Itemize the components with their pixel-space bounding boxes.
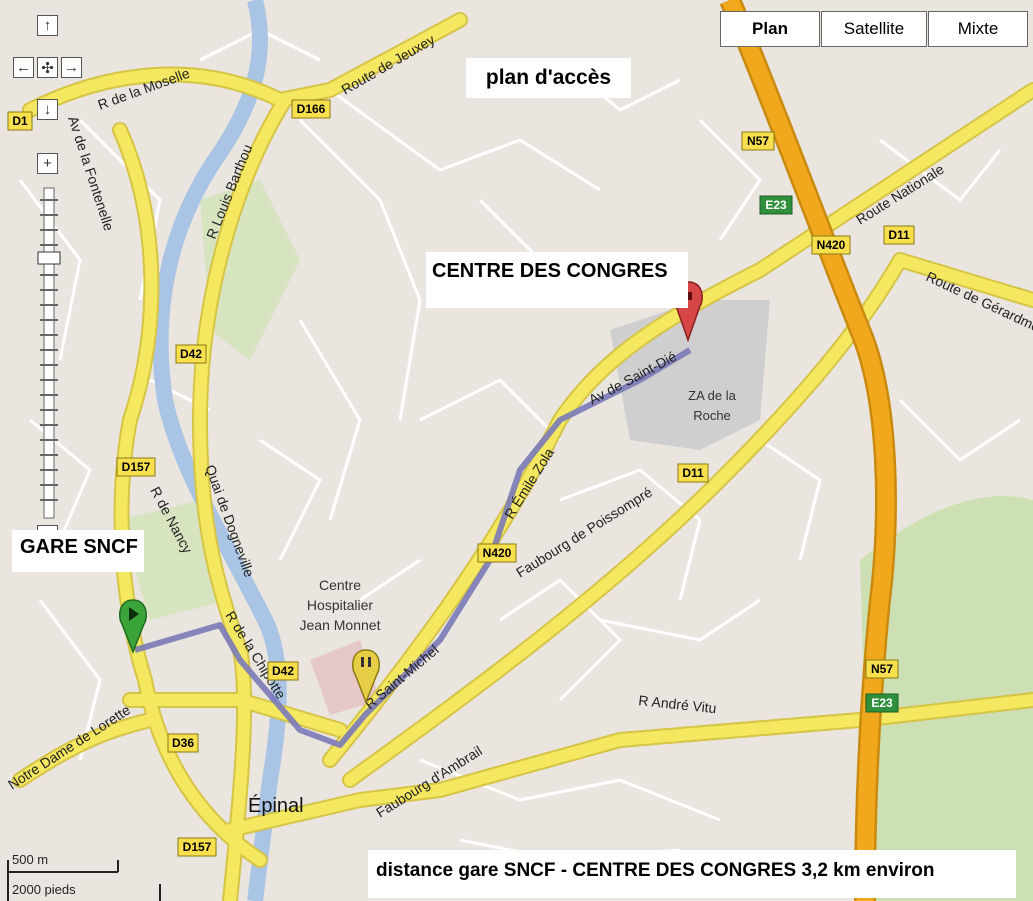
maptype-satellite-button[interactable]: Satellite bbox=[821, 11, 927, 47]
highway-n57-fill bbox=[722, 0, 895, 901]
shield-d42-mid: D42 bbox=[175, 344, 207, 364]
zoom-in-button[interactable]: + bbox=[37, 153, 58, 174]
shield-d1-left: D1 bbox=[7, 111, 33, 131]
river bbox=[152, 0, 287, 901]
annotation-origin: GARE SNCF bbox=[12, 530, 144, 572]
annotation-title: plan d'accès bbox=[466, 58, 631, 98]
pause-icon bbox=[361, 657, 364, 667]
scale-imperial: 2000 pieds bbox=[12, 882, 76, 897]
place-za-line2: Roche bbox=[693, 408, 731, 423]
svg-text:D11: D11 bbox=[682, 466, 704, 480]
svg-text:N420: N420 bbox=[817, 238, 846, 252]
zoom-slider-handle bbox=[37, 251, 61, 265]
shield-d11-top: D11 bbox=[883, 225, 915, 245]
svg-text:D42: D42 bbox=[272, 664, 294, 678]
pan-center-button[interactable]: ✣ bbox=[37, 57, 58, 78]
svg-text:D36: D36 bbox=[172, 736, 194, 750]
svg-text:E23: E23 bbox=[765, 198, 787, 212]
svg-text:D11: D11 bbox=[888, 228, 910, 242]
maptype-plan-button[interactable]: Plan bbox=[720, 11, 820, 47]
svg-text:D157: D157 bbox=[183, 840, 212, 854]
svg-text:N57: N57 bbox=[747, 134, 769, 148]
maptype-mixte-button[interactable]: Mixte bbox=[928, 11, 1028, 47]
marker-waypoint[interactable] bbox=[352, 649, 380, 705]
shield-n420-mid: N420 bbox=[477, 543, 517, 563]
pan-left-button[interactable]: ← bbox=[13, 57, 34, 78]
shield-d157-low: D157 bbox=[177, 837, 217, 857]
svg-text:N57: N57 bbox=[871, 662, 893, 676]
pan-right-button[interactable]: → bbox=[61, 57, 82, 78]
svg-text:D157: D157 bbox=[122, 460, 151, 474]
zoom-slider[interactable] bbox=[37, 187, 61, 519]
shield-d42-low: D42 bbox=[267, 661, 299, 681]
place-za-line1: ZA de la bbox=[688, 388, 736, 403]
annotation-destination: CENTRE DES CONGRES bbox=[426, 252, 688, 308]
scale-metric: 500 m bbox=[12, 852, 49, 867]
shield-d11-mid: D11 bbox=[677, 463, 709, 483]
shield-n57-low: N57 bbox=[865, 659, 899, 679]
shield-d166: D166 bbox=[291, 99, 331, 119]
svg-text:N420: N420 bbox=[483, 546, 512, 560]
route-line bbox=[134, 347, 692, 748]
svg-text:D42: D42 bbox=[180, 347, 202, 361]
shield-n57-top: N57 bbox=[741, 131, 775, 151]
svg-text:D166: D166 bbox=[297, 102, 326, 116]
shield-d157-mid: D157 bbox=[116, 457, 156, 477]
svg-text:D1: D1 bbox=[12, 114, 28, 128]
green-area-east bbox=[860, 496, 1033, 901]
shield-e23-top: E23 bbox=[759, 195, 793, 215]
pan-up-button[interactable]: ↑ bbox=[37, 15, 58, 36]
play-icon bbox=[129, 607, 139, 621]
shield-n420-top: N420 bbox=[811, 235, 851, 255]
pan-down-button[interactable]: ↓ bbox=[37, 99, 58, 120]
place-hosp-line1: Centre bbox=[319, 577, 361, 593]
place-hosp-line2: Hospitalier bbox=[307, 597, 373, 613]
shield-e23-low: E23 bbox=[865, 693, 899, 713]
stop-icon bbox=[684, 292, 692, 300]
place-hosp-line3: Jean Monnet bbox=[300, 617, 381, 633]
marker-origin[interactable] bbox=[119, 599, 147, 655]
shield-d36: D36 bbox=[167, 733, 199, 753]
annotation-distance: distance gare SNCF - CENTRE DES CONGRES … bbox=[368, 850, 1016, 898]
place-epinal: Épinal bbox=[248, 794, 304, 817]
scale-bar bbox=[7, 860, 161, 901]
svg-text:E23: E23 bbox=[871, 696, 893, 710]
